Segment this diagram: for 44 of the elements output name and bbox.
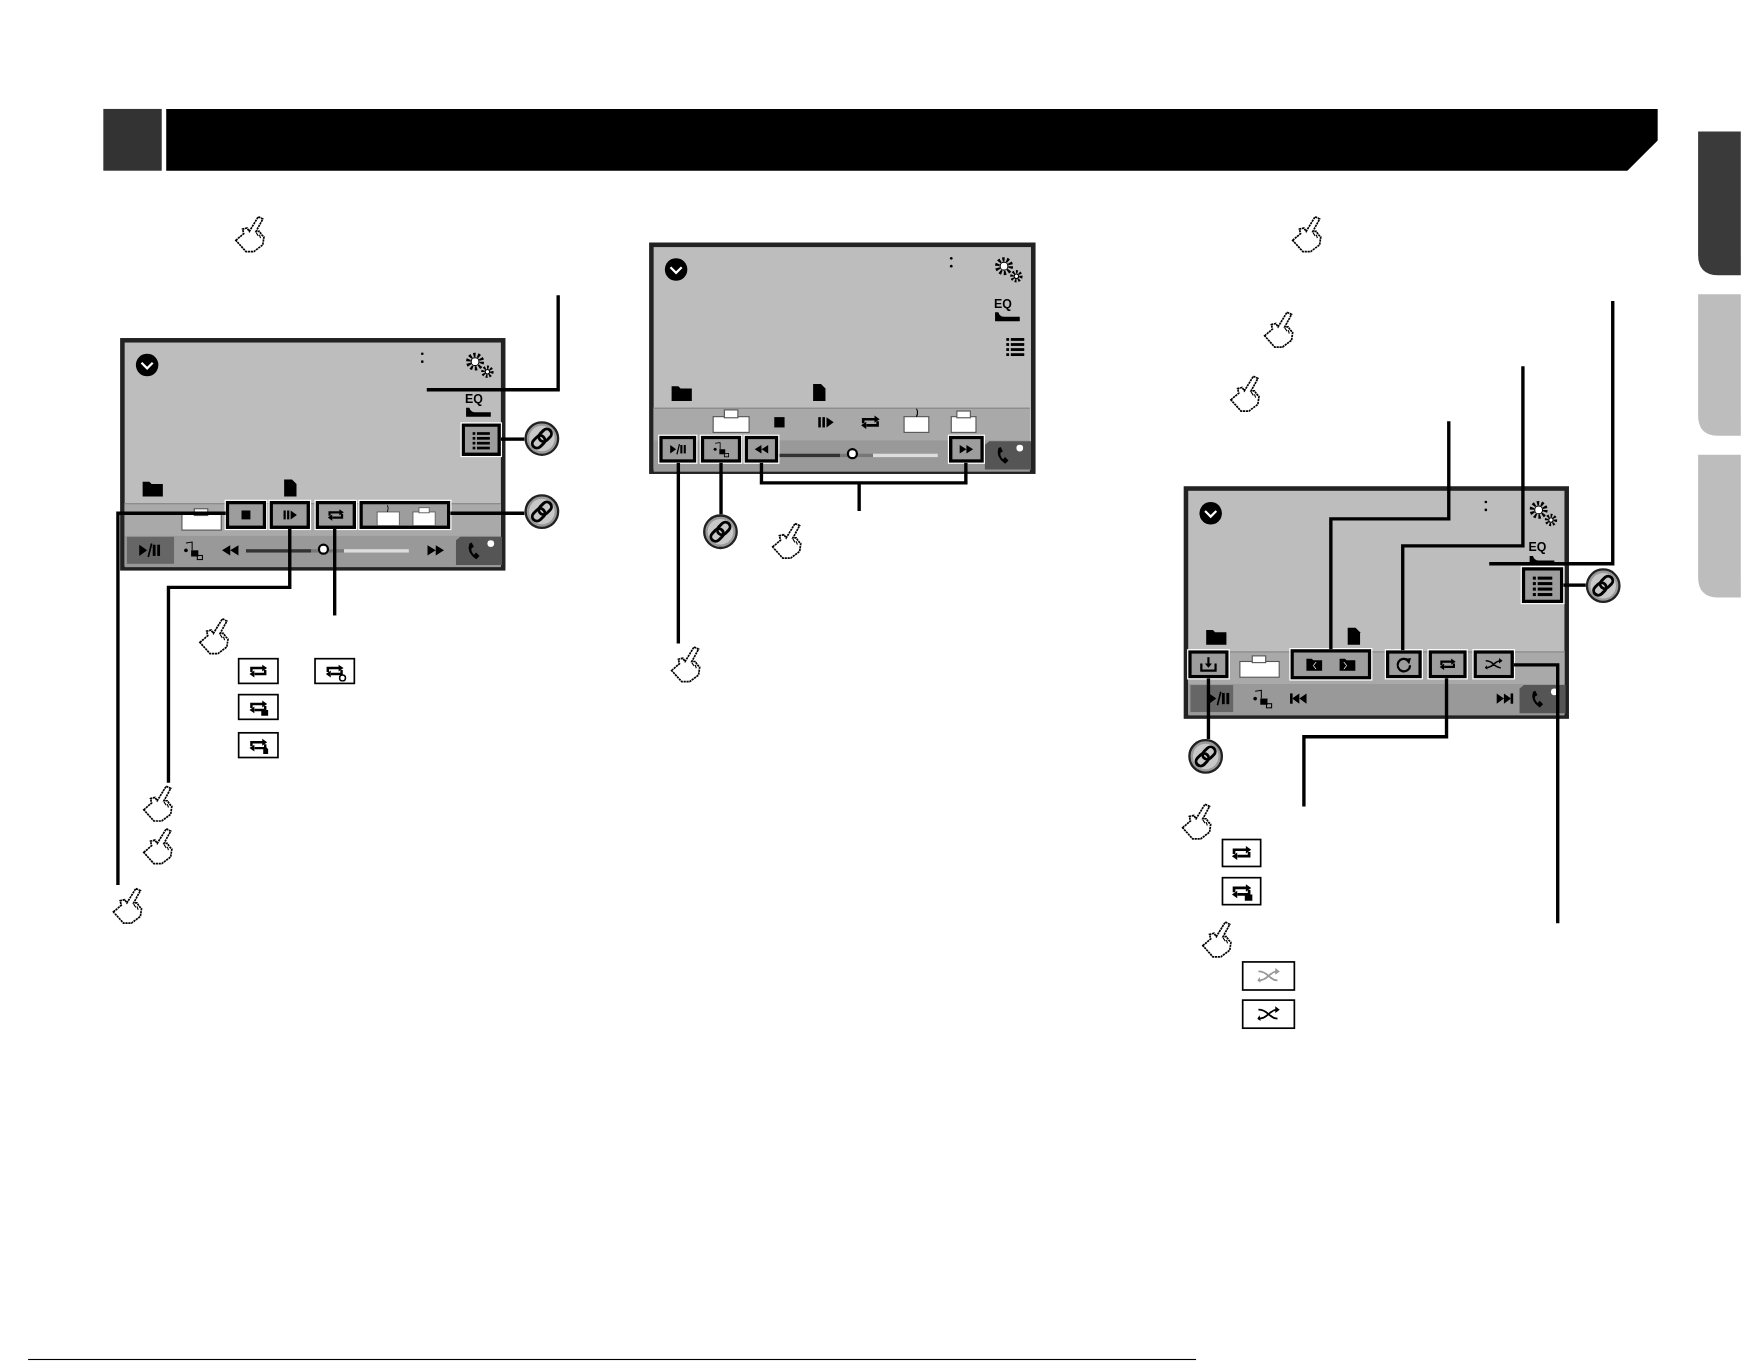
folder-buttons <box>1290 649 1372 680</box>
repeat-button <box>315 500 356 529</box>
leader-line <box>450 511 525 515</box>
link-icon <box>524 494 560 529</box>
link-icon <box>524 421 560 456</box>
repeat-button <box>1428 650 1467 679</box>
leader-line <box>500 437 525 441</box>
leader-line <box>116 511 226 885</box>
screen-frame <box>120 338 506 571</box>
list-button <box>461 423 501 456</box>
link-icon <box>1188 739 1224 774</box>
pointing-hand-icon <box>668 643 702 684</box>
leader-line <box>676 462 681 644</box>
play-pause-button <box>659 435 697 463</box>
screen-frame <box>1183 486 1569 719</box>
tab-buttons <box>359 500 451 529</box>
leader-line <box>1489 301 1615 566</box>
leader-line <box>1513 663 1560 924</box>
leader-line <box>1563 583 1586 587</box>
leader-line <box>166 528 292 783</box>
stop-button <box>225 500 267 529</box>
eq-label: EQ <box>1528 539 1548 555</box>
leader-line <box>426 295 560 392</box>
leader-line <box>1206 678 1211 739</box>
media-button <box>700 435 742 463</box>
leader-line <box>1329 421 1451 650</box>
leader-line <box>1401 366 1525 651</box>
list-button <box>1521 567 1564 604</box>
link-icon <box>703 514 738 550</box>
pointing-hand-icon <box>110 885 144 926</box>
link-icon <box>1585 568 1621 604</box>
leader-line <box>759 461 968 513</box>
fast-forward-button <box>949 435 984 463</box>
leader-line <box>333 528 337 616</box>
shuffle-button <box>1473 650 1514 679</box>
leader-line <box>1302 678 1449 807</box>
eq-label: EQ <box>464 390 484 407</box>
rewind-button <box>744 435 779 463</box>
eq-label: EQ <box>993 295 1013 312</box>
download-button <box>1188 650 1229 679</box>
refresh-button <box>1385 650 1422 679</box>
leader-line <box>719 462 723 515</box>
screen-frame <box>649 242 1036 474</box>
slow-play-button <box>269 500 310 529</box>
